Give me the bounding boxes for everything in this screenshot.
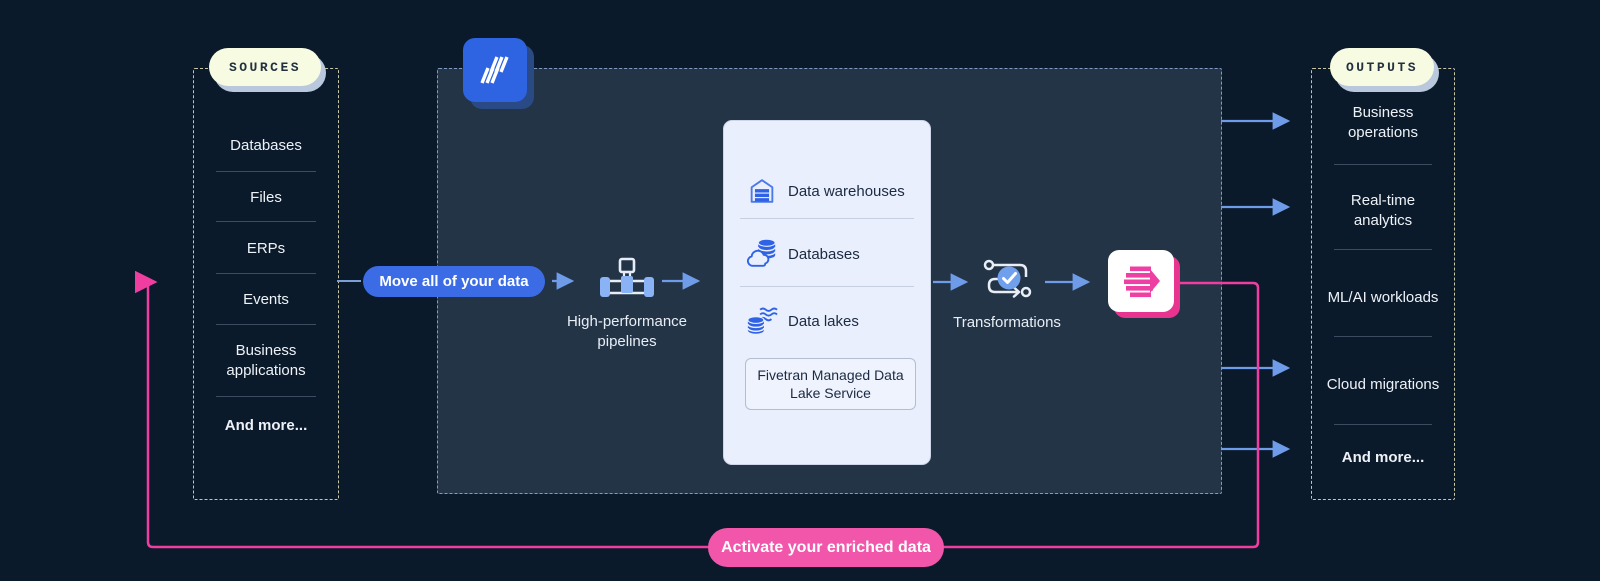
divider: [216, 396, 316, 397]
source-item: Files: [194, 181, 338, 215]
transformations-icon: [980, 256, 1038, 309]
output-item: Business operations: [1312, 99, 1454, 147]
source-item-label: ERPs: [246, 239, 286, 257]
fivetran-logo-mark: [480, 56, 509, 84]
outputs-tag-label: OUTPUTS: [1345, 59, 1419, 75]
divider: [216, 221, 316, 222]
source-item-label: Business applications: [226, 341, 306, 379]
divider: [216, 273, 316, 274]
activate-data-pill: Activate your enriched data: [708, 528, 944, 567]
destination-speed-icon: [1108, 250, 1174, 312]
panel-row-data-warehouses: Data warehouses: [724, 171, 930, 211]
divider: [1334, 164, 1432, 165]
output-item: ML/AI workloads: [1312, 274, 1454, 322]
divider: [216, 324, 316, 325]
outputs-tag-pill: OUTPUTS: [1330, 48, 1434, 86]
output-item-label: Cloud migrations: [1326, 375, 1440, 393]
panel-divider: [740, 286, 914, 287]
panel-row-data-lakes: Data lakes: [724, 301, 930, 341]
panel-row-label: Data lakes: [788, 312, 859, 330]
transformations-label: Transformations: [922, 313, 1092, 333]
source-item: Business applications: [194, 337, 338, 385]
destinations-panel: Data warehouses Databases: [723, 120, 931, 465]
output-item-label: Business operations: [1347, 103, 1419, 141]
source-item: Databases: [194, 129, 338, 163]
pipelines-label: High-performance pipelines: [542, 312, 712, 353]
divider: [1334, 424, 1432, 425]
transformations-label-text: Transformations: [953, 314, 1061, 331]
sources-tag-label: SOURCES: [228, 59, 302, 75]
panel-row-databases: Databases: [724, 234, 930, 274]
output-item-label: ML/AI workloads: [1327, 288, 1439, 306]
source-item-label: And more...: [224, 416, 308, 434]
cloud-database-icon: [745, 237, 779, 271]
divider: [1334, 249, 1432, 250]
data-lake-icon: [745, 304, 779, 338]
fivetran-logo: [463, 38, 527, 102]
panel-divider: [740, 218, 914, 219]
pipelines-label-text: High-performance pipelines: [566, 313, 688, 351]
source-item: ERPs: [194, 232, 338, 266]
output-item-label: And more...: [1341, 448, 1425, 466]
activate-data-label: Activate your enriched data: [721, 538, 931, 556]
source-item-label: Files: [250, 188, 282, 206]
managed-data-lake-service-box: Fivetran Managed Data Lake Service: [745, 358, 916, 410]
move-data-label: Move all of your data: [379, 273, 529, 290]
panel-row-label: Databases: [788, 245, 860, 263]
source-item-label: Databases: [230, 136, 302, 154]
source-item: Events: [194, 283, 338, 317]
sources-box: Databases Files ERPs Events Business app…: [193, 68, 339, 500]
managed-data-lake-service-label: Fivetran Managed Data Lake Service: [757, 366, 904, 401]
warehouse-icon: [745, 174, 779, 208]
sources-tag-pill: SOURCES: [209, 48, 321, 86]
output-item: Real-time analytics: [1312, 187, 1454, 235]
output-item-more: And more...: [1312, 441, 1454, 475]
outputs-box: Business operations Real-time analytics …: [1311, 68, 1455, 500]
divider: [216, 171, 316, 172]
source-item-label: Events: [243, 290, 289, 308]
move-data-pill: Move all of your data: [363, 266, 545, 297]
output-item: Cloud migrations: [1312, 361, 1454, 409]
panel-row-label: Data warehouses: [788, 182, 905, 200]
divider: [1334, 336, 1432, 337]
pipes-icon: [596, 256, 654, 309]
source-item-more: And more...: [194, 409, 338, 443]
output-item-label: Real-time analytics: [1350, 191, 1416, 229]
